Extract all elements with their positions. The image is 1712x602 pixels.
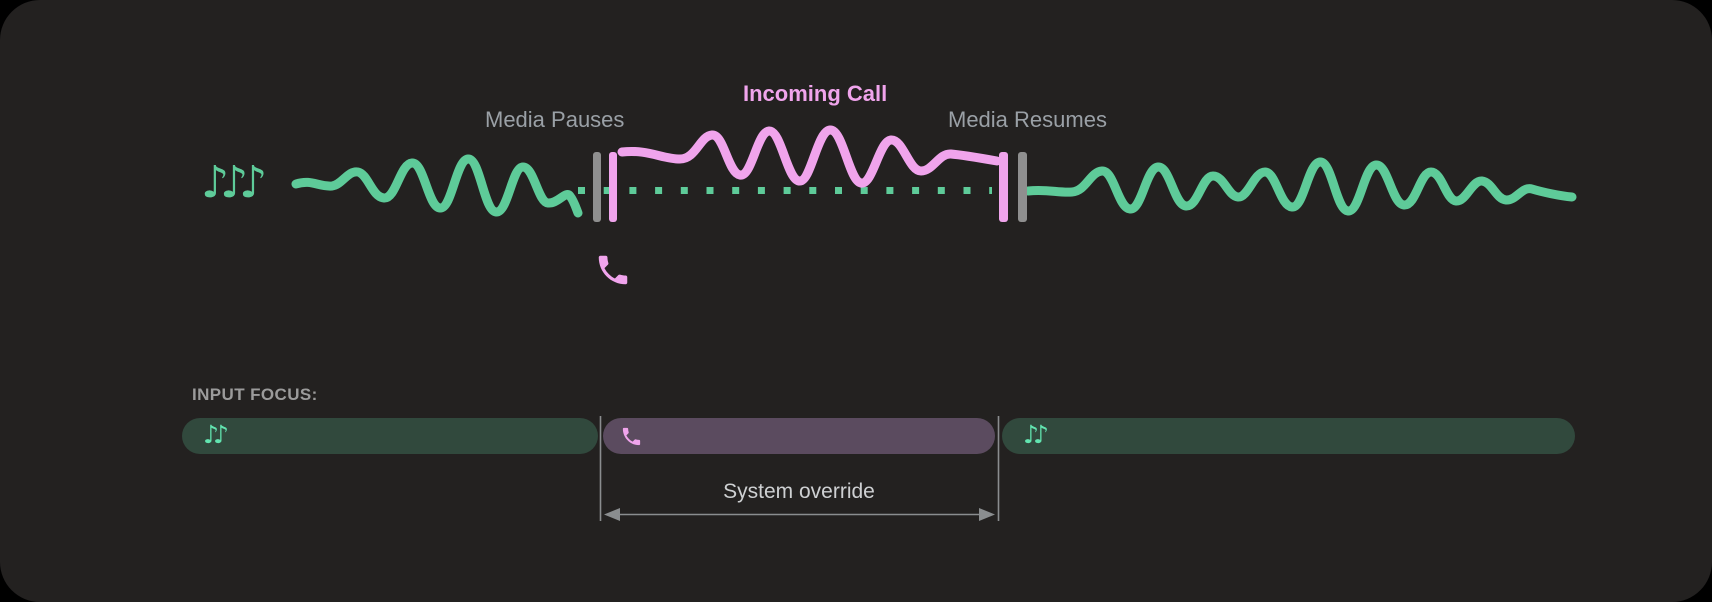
media-wave-after <box>1023 157 1577 216</box>
incoming-call-label: Incoming Call <box>743 81 888 106</box>
focus-bar-call <box>603 418 995 454</box>
focus-bar-media-before: ♪♪ <box>182 418 598 454</box>
override-arrowhead-left <box>604 508 620 521</box>
media-pause-marker <box>593 152 617 222</box>
media-wave-before <box>291 154 583 218</box>
override-arrowhead-right <box>979 508 995 521</box>
incoming-call-wave <box>617 125 1002 188</box>
music-notes-icon: ♪♪ <box>1023 419 1049 449</box>
focus-bar-media-after: ♪♪ <box>1002 418 1575 454</box>
incoming-call-phone-icon <box>594 251 632 289</box>
media-resume-marker <box>999 152 1027 222</box>
media-resumes-label: Media Resumes <box>948 107 1107 132</box>
music-notes-icon: ♪♪♪ <box>201 157 267 208</box>
system-override-label: System override <box>723 480 875 503</box>
system-override-annotation <box>599 416 1000 521</box>
input-focus-heading: INPUT FOCUS: <box>192 385 318 404</box>
media-pauses-label: Media Pauses <box>485 107 625 132</box>
music-notes-icon: ♪♪ <box>203 419 229 449</box>
phone-icon <box>620 425 643 448</box>
